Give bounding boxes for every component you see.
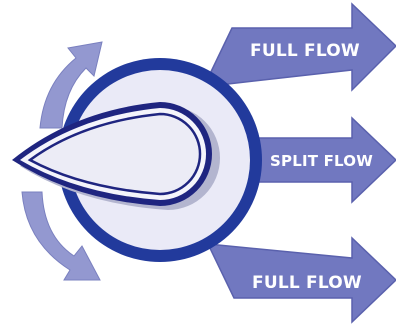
full-flow-top-arrow: FULL FLOW xyxy=(208,4,396,90)
split-flow-label: SPLIT FLOW xyxy=(270,152,373,170)
full-flow-bottom-label: FULL FLOW xyxy=(252,273,362,293)
full-flow-top-label: FULL FLOW xyxy=(250,41,360,61)
split-flow-arrow: SPLIT FLOW xyxy=(248,118,396,202)
full-flow-bottom-arrow: FULL FLOW xyxy=(208,238,396,322)
